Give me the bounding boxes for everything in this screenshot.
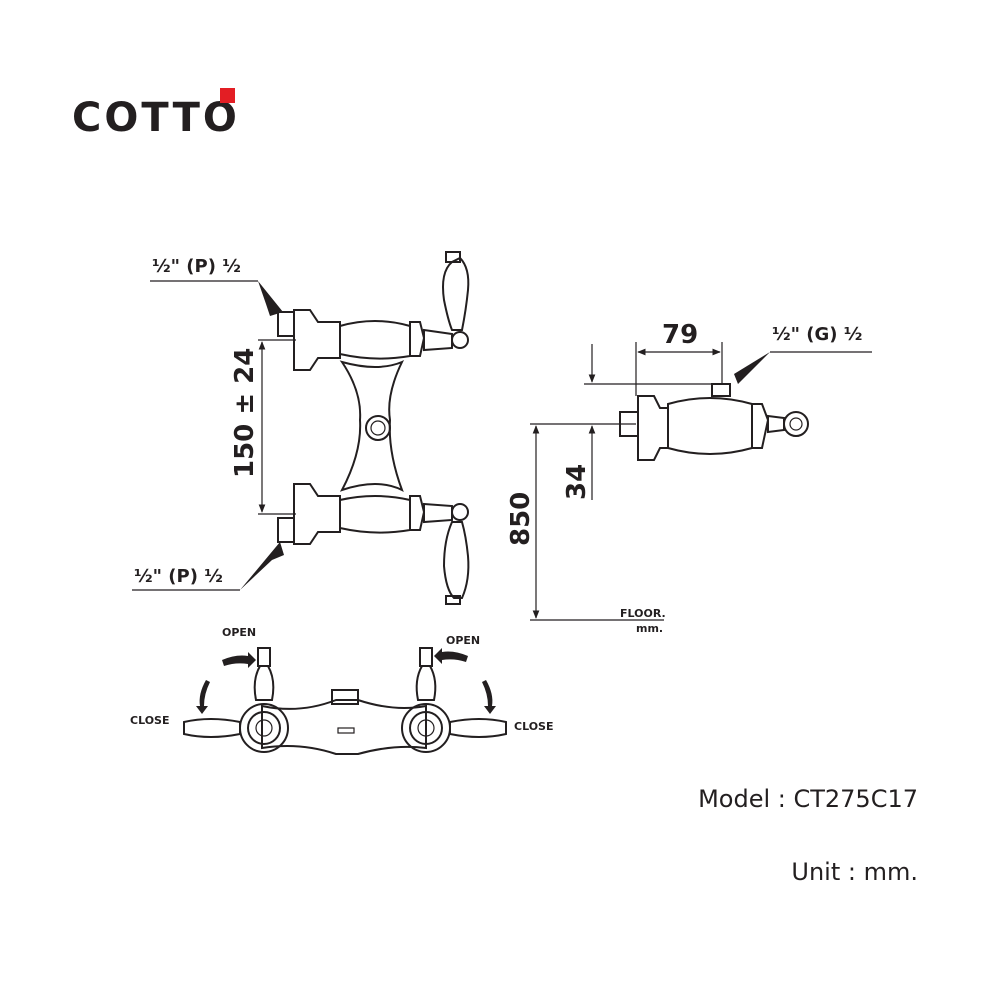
model-line: Model : CT275C17 (698, 785, 918, 813)
thread-side-label: ½" (G) ½ (772, 324, 862, 345)
floor-label: FLOOR. (620, 607, 666, 620)
open-right-label: OPEN (446, 634, 480, 647)
cotto-logo: COTTO (72, 88, 242, 144)
thread-bottom-label: ½" (P) ½ (134, 566, 223, 587)
dim-spacing: 150 ± 24 (230, 348, 260, 478)
side-view: 79 ½" (G) ½ 34 850 FLOOR. mm. (506, 320, 872, 635)
dim-depth: 79 (662, 320, 698, 350)
unit-line: Unit : mm. (791, 858, 918, 886)
front-view: ½" (P) ½ ½" (P) ½ 150 ± 24 (132, 251, 470, 605)
top-view: OPEN OPEN CLOSE CLOSE (130, 626, 553, 755)
close-right-label: CLOSE (514, 720, 553, 733)
dim-height: 850 (506, 492, 536, 546)
close-left-label: CLOSE (130, 714, 169, 727)
floor-unit: mm. (636, 622, 663, 635)
dim-offset: 34 (562, 464, 592, 500)
logo-text: COTTO (72, 95, 240, 141)
thread-top-label: ½" (P) ½ (152, 256, 241, 277)
logo-red-square (220, 88, 235, 103)
open-left-label: OPEN (222, 626, 256, 639)
